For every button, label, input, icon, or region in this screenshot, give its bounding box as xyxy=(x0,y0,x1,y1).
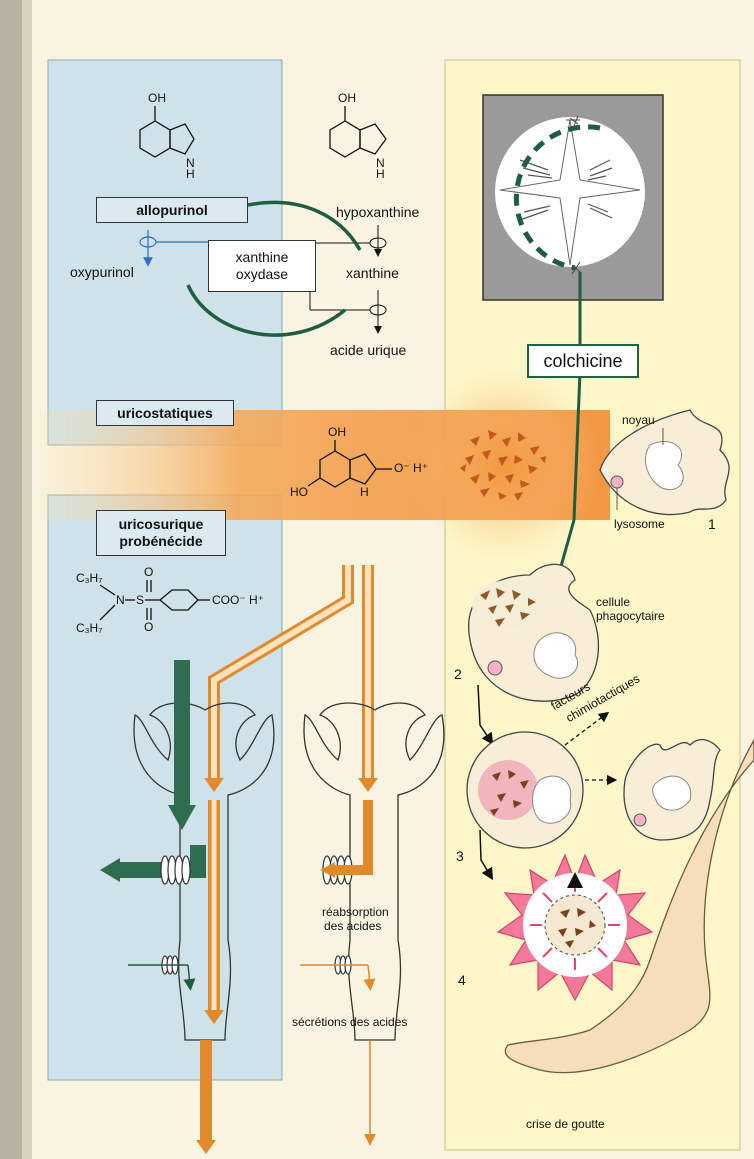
probenecid-o-bottom: O xyxy=(144,621,153,634)
probenecid-propyl-top: C₃H₇ xyxy=(76,572,102,585)
allopurinol-box: allopurinol xyxy=(96,197,248,223)
gout-attack-label: crise de goutte xyxy=(526,1116,605,1132)
urate-ho-label: HO xyxy=(290,486,308,499)
uricostatic-label: uricostatiques xyxy=(117,405,213,422)
urate-h-label: H xyxy=(360,486,369,499)
probenecid-s-label: S xyxy=(136,594,144,607)
step-number-3: 3 xyxy=(456,848,464,864)
uricostatic-box: uricostatiques xyxy=(96,400,234,426)
hypoxanthine-label: hypoxanthine xyxy=(336,204,419,220)
colchicine-box: colchicine xyxy=(527,344,639,378)
probenecid-n-label: N xyxy=(116,594,125,607)
lysosome-label: lysosome xyxy=(614,516,665,532)
probenecid-o-top: O xyxy=(144,566,153,579)
oxypurinol-label: oxypurinol xyxy=(70,264,134,280)
phagocyte-label-line2: phagocytaire xyxy=(596,608,665,624)
reabsorption-label-line2: des acides xyxy=(324,918,381,934)
probenecid-label: probénécide xyxy=(119,533,202,550)
nucleus-label: noyau xyxy=(622,412,655,428)
xanthine-label: xanthine xyxy=(346,265,399,281)
allopurinol-h-label: H xyxy=(186,168,195,181)
enzyme-label-line1: xanthine xyxy=(236,249,289,266)
allopurinol-label: allopurinol xyxy=(136,202,208,219)
probenecid-carboxylate: COO⁻ H⁺ xyxy=(212,594,264,607)
colchicine-label: colchicine xyxy=(543,351,622,372)
urate-oh-label: OH xyxy=(328,426,346,439)
enzyme-label-line2: oxydase xyxy=(236,266,288,283)
urate-anion-label: O⁻ H⁺ xyxy=(394,462,428,475)
hypoxanthine-h-label: H xyxy=(376,168,385,181)
uric-acid-label: acide urique xyxy=(330,342,406,358)
hypoxanthine-oh-label: OH xyxy=(338,92,356,105)
step-number-4: 4 xyxy=(458,972,466,988)
allopurinol-oh-label: OH xyxy=(148,92,166,105)
step-number-1: 1 xyxy=(708,516,716,532)
xanthine-oxidase-box: xanthine oxydase xyxy=(208,240,316,292)
probenecid-propyl-bottom: C₃H₇ xyxy=(76,622,102,635)
uricosuric-label: uricosurique xyxy=(119,516,204,533)
secretion-label: sécrétions des acides xyxy=(292,1014,407,1030)
uricosuric-box: uricosurique probénécide xyxy=(96,510,226,556)
step-number-2: 2 xyxy=(454,666,462,682)
